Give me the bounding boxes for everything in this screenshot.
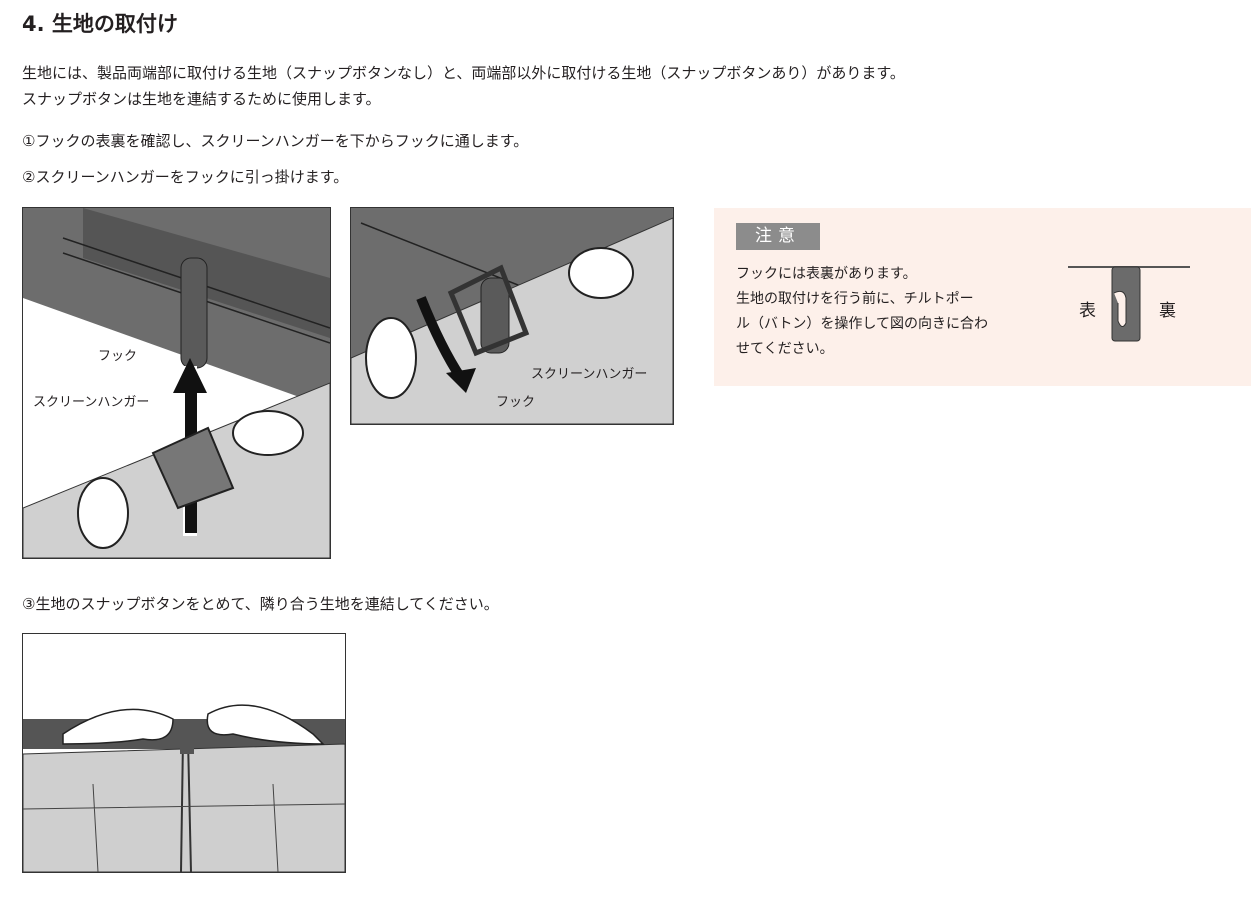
caution-tag: 注意: [736, 223, 820, 250]
figure-snap-connect: [22, 633, 346, 873]
intro-line-1: 生地には、製品両端部に取付ける生地（スナップボタンなし）と、両端部以外に取付ける…: [22, 64, 905, 82]
caution-line: フックには表裏があります。: [736, 266, 917, 282]
caution-text: フックには表裏があります。 生地の取付けを行う前に、チルトポー ル（バトン）を操…: [736, 262, 988, 362]
figure-hook-insert: フック スクリーンハンガー: [22, 207, 331, 559]
caution-line: せてください。: [736, 341, 834, 357]
back-label: 裏: [1159, 301, 1176, 321]
hook-label: フック: [496, 395, 536, 410]
hook-label: フック: [98, 345, 138, 364]
caution-line: ル（バトン）を操作して図の向きに合わ: [736, 316, 988, 332]
caution-box: 注意 フックには表裏があります。 生地の取付けを行う前に、チルトポー ル（バトン…: [714, 208, 1251, 386]
step-1: ①フックの表裏を確認し、スクリーンハンガーを下からフックに通します。: [22, 132, 529, 150]
step-2: ②スクリーンハンガーをフックに引っ掛けます。: [22, 168, 349, 186]
figure-hook-hang: スクリーンハンガー フック: [350, 207, 674, 425]
hook-orientation-icon: [1068, 266, 1190, 342]
hook-insert-illustration: [23, 208, 330, 558]
step-3: ③生地のスナップボタンをとめて、隣り合う生地を連結してください。: [22, 595, 499, 613]
snap-connect-illustration: [23, 704, 345, 872]
section-heading: 4. 生地の取付け: [22, 12, 178, 36]
caution-line: 生地の取付けを行う前に、チルトポー: [736, 291, 974, 307]
intro-line-2: スナップボタンは生地を連結するために使用します。: [22, 90, 381, 108]
hanger-label: スクリーンハンガー: [33, 391, 150, 410]
hanger-label: スクリーンハンガー: [531, 367, 648, 382]
front-label: 表: [1079, 301, 1096, 321]
hook-hang-illustration: [351, 208, 673, 424]
